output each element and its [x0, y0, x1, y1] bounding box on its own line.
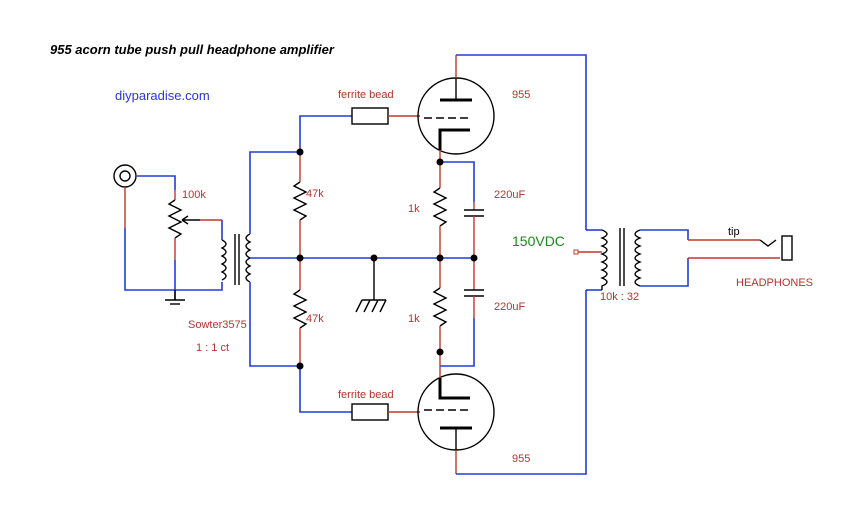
secondary-bottom-wire	[249, 282, 300, 367]
tube-bottom-label: 955	[512, 453, 530, 465]
input-transformer	[220, 233, 252, 285]
secondary-tip-wire	[640, 229, 689, 240]
input-signal-wire	[137, 175, 176, 190]
tube-top	[417, 77, 495, 155]
grid-resistor-bottom	[292, 258, 308, 366]
input-transformer-model: Sowter3575	[188, 319, 247, 331]
cathode-cap-bottom	[464, 258, 484, 318]
secondary-sleeve-wire	[640, 258, 689, 287]
grid-resistor-top-value: 47k	[306, 188, 324, 200]
schematic-title: 955 acorn tube push pull headphone ampli…	[50, 42, 335, 57]
jack-tip-label: tip	[728, 226, 740, 238]
input-jack	[113, 164, 137, 188]
cathode-resistor-bottom	[432, 258, 448, 366]
ground-symbol-center	[355, 258, 387, 313]
grid-bottom-wire	[299, 366, 352, 413]
ferrite-bead-top	[351, 107, 420, 125]
ground-symbol-input	[165, 290, 185, 305]
input-ground-wire	[124, 228, 175, 291]
cathode-bottom-bus	[440, 318, 475, 367]
input-transformer-ratio: 1 : 1 ct	[196, 342, 229, 354]
headphones-label: HEADPHONES	[736, 277, 813, 289]
grid-resistor-bottom-value: 47k	[306, 313, 324, 325]
cathode-cap-top-value: 220uF	[494, 189, 525, 201]
cathode-cap-bottom-value: 220uF	[494, 301, 525, 313]
volume-pot	[167, 190, 200, 260]
plate-top-wire	[456, 54, 587, 230]
ferrite-bead-bottom-label: ferrite bead	[338, 389, 394, 401]
ferrite-bead-top-label: ferrite bead	[338, 89, 394, 101]
supply-voltage: 150VDC	[512, 233, 565, 249]
tube-top-label: 955	[512, 89, 530, 101]
supply-terminal	[573, 249, 579, 255]
primary-return-wire	[175, 282, 223, 291]
cathode-resistor-top-value: 1k	[408, 203, 420, 215]
cathode-cap-top	[464, 202, 484, 258]
cathode-top-bus	[440, 161, 475, 202]
ferrite-bead-bottom	[351, 403, 420, 421]
grid-top-wire	[299, 115, 352, 152]
output-transformer-ratio: 10k : 32	[600, 291, 639, 303]
tube-bottom	[417, 373, 495, 451]
secondary-top-wire	[249, 151, 300, 234]
junction-dots	[296, 148, 478, 370]
grid-resistor-top	[292, 152, 308, 258]
headphone-jack	[759, 235, 793, 261]
cathode-resistor-top	[432, 162, 448, 258]
output-transformer	[600, 228, 642, 290]
cathode-resistor-bottom-value: 1k	[408, 313, 420, 325]
plate-bottom-wire	[456, 290, 587, 475]
pot-value: 100k	[182, 189, 206, 201]
site-label: diyparadise.com	[115, 88, 210, 103]
